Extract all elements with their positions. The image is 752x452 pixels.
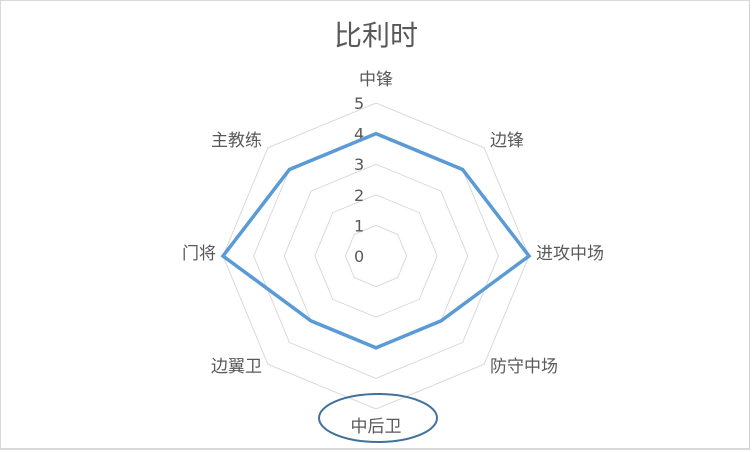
category-label: 门将	[182, 244, 216, 264]
category-label: 主教练	[211, 131, 262, 151]
radial-tick-label: 4	[354, 125, 364, 144]
category-label: 中后卫	[351, 417, 402, 437]
grid-ring	[344, 224, 408, 288]
category-label: 进攻中场	[536, 244, 604, 264]
radial-tick-label: 0	[354, 247, 364, 266]
category-label: 边锋	[490, 131, 524, 151]
category-label: 防守中场	[490, 357, 558, 377]
grid-ring	[222, 102, 530, 410]
chart-title: 比利时	[333, 19, 418, 52]
radial-tick-label: 3	[354, 155, 364, 174]
series-line	[220, 131, 532, 350]
radial-tick-label: 5	[354, 94, 364, 113]
grid-ring	[314, 194, 438, 318]
category-label: 中锋	[359, 70, 393, 90]
grid-ring	[253, 133, 499, 379]
highlight-ellipse	[318, 393, 438, 443]
radial-tick-label: 2	[354, 186, 364, 205]
radial-tick-label: 1	[354, 216, 364, 235]
category-label: 边翼卫	[211, 357, 262, 377]
